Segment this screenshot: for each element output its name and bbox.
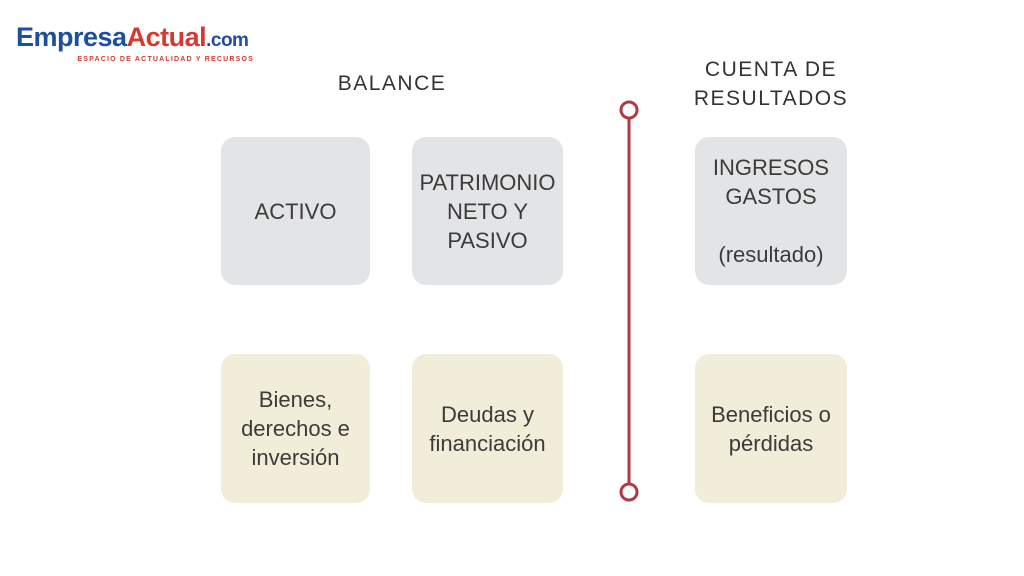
box-deudas-financiacion: Deudas y financiación bbox=[412, 354, 563, 503]
brand-primary-text: Empresa bbox=[16, 22, 127, 52]
box-activo: ACTIVO bbox=[221, 137, 370, 285]
box-beneficios-perdidas: Beneficios o pérdidas bbox=[695, 354, 847, 503]
brand-tagline: ESPACIO DE ACTUALIDAD Y RECURSOS bbox=[77, 56, 254, 63]
box-bienes-derechos-inversion: Bienes, derechos e inversión bbox=[221, 354, 370, 503]
brand-secondary-text: Actual bbox=[126, 22, 207, 52]
box-ingresos-gastos-resultado: INGRESOS GASTOS (resultado) bbox=[695, 137, 847, 285]
divider-bottom-circle bbox=[619, 482, 639, 502]
divider-top-circle bbox=[619, 100, 639, 120]
brand-wordmark: EmpresaActual.com bbox=[16, 22, 256, 56]
box-patrimonio-neto-y-pasivo: PATRIMONIO NETO Y PASIVO bbox=[412, 137, 563, 285]
balance-heading: BALANCE bbox=[337, 72, 447, 95]
section-divider-line bbox=[619, 100, 639, 502]
brand-tld-text: .com bbox=[206, 30, 249, 51]
brand-logo: EmpresaActual.com ESPACIO DE ACTUALIDAD … bbox=[16, 22, 256, 63]
income-statement-heading: CUENTA DE RESULTADOS bbox=[693, 58, 849, 110]
